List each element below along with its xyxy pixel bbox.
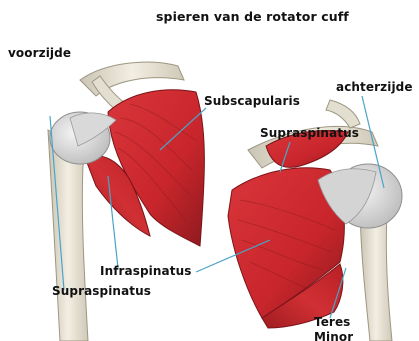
front-shoulder	[48, 62, 204, 341]
back-clavicle	[326, 100, 360, 128]
label-infraspinatus: Infraspinatus	[100, 264, 191, 278]
label-back-view: achterzijde	[336, 80, 413, 94]
label-subscapularis: Subscapularis	[204, 94, 300, 108]
figure-title: spieren van de rotator cuff	[156, 9, 349, 24]
label-front-view: voorzijde	[8, 46, 71, 60]
label-teres-minor-line2: Minor	[314, 330, 353, 341]
label-supraspinatus-back: Supraspinatus	[260, 126, 359, 140]
label-supraspinatus-front: Supraspinatus	[52, 284, 151, 298]
label-teres-minor-line1: Teres	[314, 315, 350, 329]
